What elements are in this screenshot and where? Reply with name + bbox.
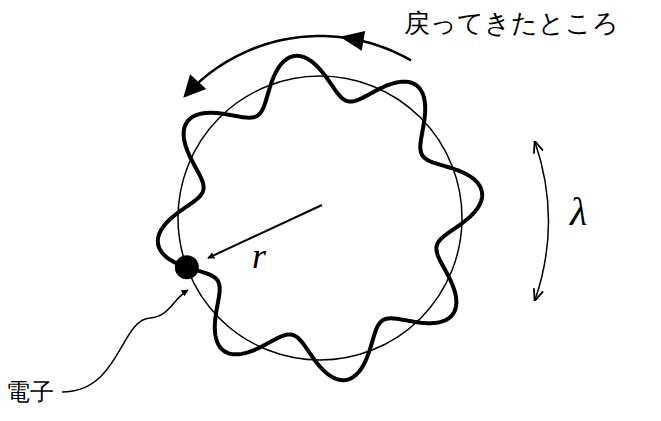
wavelength-symbol: λ xyxy=(570,192,587,232)
return-note: 戻ってきたところ xyxy=(404,10,619,36)
return-arrow-head xyxy=(340,31,365,51)
wavelength-arrow xyxy=(535,142,549,300)
electron-dot xyxy=(175,255,199,279)
radius-symbol: r xyxy=(252,238,266,274)
orbit-circle xyxy=(178,76,462,360)
return-arrow xyxy=(185,36,411,96)
electron-wave xyxy=(158,56,482,380)
electron-label: 電子 xyxy=(6,380,54,404)
electron-leader xyxy=(62,290,188,392)
